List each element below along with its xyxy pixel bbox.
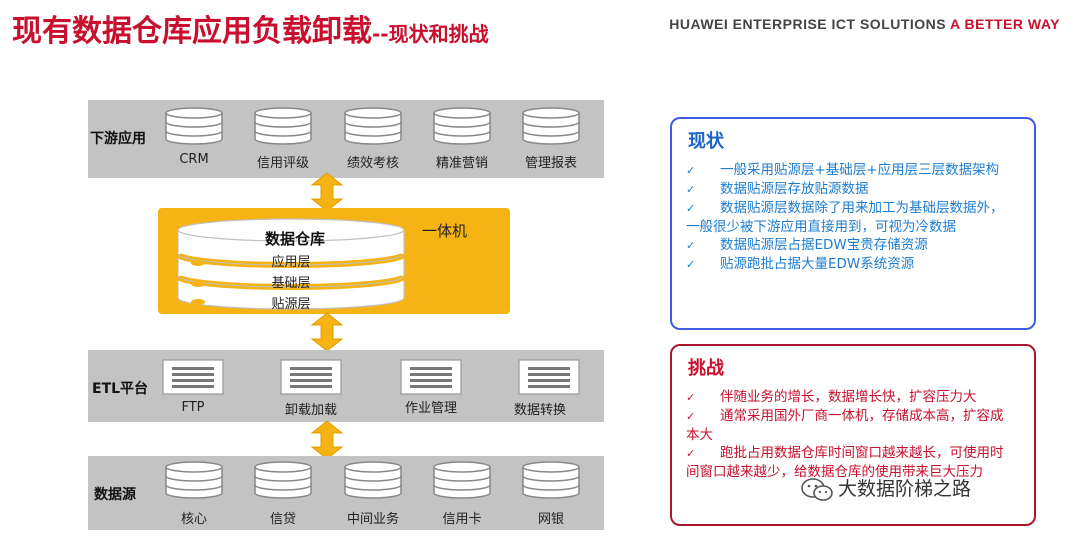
database-icon [433, 461, 491, 499]
brand-tagline: HUAWEI ENTERPRISE ICT SOLUTIONS A BETTER… [669, 16, 1060, 32]
source-label: 数据源 [94, 487, 136, 503]
window-icon [280, 359, 342, 395]
checkmark-icon: ✓ [686, 258, 696, 271]
status-bullet-text: 数据贴源层数据除了用来加工为基础层数据外，一般很少被下游应用直接用到，可视为冷数… [686, 200, 1004, 235]
status-bullet: ✓数据贴源层数据除了用来加工为基础层数据外，一般很少被下游应用直接用到，可视为冷… [686, 199, 1016, 236]
downstream-item: 管理报表 [524, 156, 577, 171]
status-bullet: ✓ 一般采用贴源层+基础层+应用层三层数据架构 [686, 161, 1016, 180]
wechat-icon [801, 477, 833, 501]
source-item: 信用卡 [442, 512, 482, 527]
challenge-bullet: ✓跑批占用数据仓库时间窗口越来越长，可使用时间窗口越来越少，给数据仓库的使用带来… [686, 444, 1016, 481]
downstream-label: 下游应用 [90, 131, 146, 147]
checkmark-icon: ✓ [686, 391, 696, 404]
etl-item: 卸载加载 [284, 403, 337, 418]
challenges-list: ✓伴随业务的增长，数据增长快，扩容压力大 ✓通常采用国外厂商一体机，存储成本高，… [686, 388, 1016, 481]
status-list: ✓一般采用贴源层+基础层+应用层三层数据架构 ✓数据贴源层存放贴源数据 ✓数据贴… [686, 161, 1016, 274]
double-arrow-icon [310, 312, 344, 352]
downstream-strip: 下游应用 CRM 信用评级 绩效考核 精准营销 管理报表 [88, 100, 604, 178]
checkmark-icon: ✓ [686, 164, 696, 177]
source-strip: 数据源 核心 信贷 中间业务 信用卡 网银 [88, 456, 604, 530]
source-item: 网银 [537, 512, 564, 527]
warehouse-title: 数据仓库 [264, 230, 325, 248]
checkmark-icon: ✓ [686, 410, 696, 423]
challenge-bullet: ✓ 伴随业务的增长，数据增长快，扩容压力大 [686, 388, 1016, 407]
watermark-text: 大数据阶梯之路 [838, 478, 972, 500]
etl-item: FTP [181, 400, 205, 415]
status-bullet-text: 数据贴源层存放贴源数据 [720, 181, 869, 197]
etl-item: 作业管理 [404, 401, 457, 416]
warehouse-stack-icon [176, 218, 406, 310]
downstream-item: 绩效考核 [346, 156, 399, 171]
page-title: 现有数据仓库应用负载卸载--现状和挑战 [12, 6, 489, 50]
checkmark-icon: ✓ [686, 183, 696, 196]
downstream-item: 精准营销 [435, 156, 488, 171]
brand-text: HUAWEI ENTERPRISE ICT SOLUTIONS [669, 16, 947, 32]
double-arrow-icon [310, 172, 344, 212]
database-icon [254, 107, 312, 145]
status-title: 现状 [688, 131, 724, 152]
title-sub: --现状和挑战 [372, 22, 489, 46]
status-bullet-text: 一般采用贴源层+基础层+应用层三层数据架构 [720, 162, 1000, 178]
database-icon [344, 461, 402, 499]
watermark: 大数据阶梯之路 [800, 474, 971, 503]
double-arrow-icon [310, 420, 344, 460]
window-icon [518, 359, 580, 395]
checkmark-icon: ✓ [686, 239, 696, 252]
appliance-label: 一体机 [422, 222, 468, 240]
window-icon [162, 359, 224, 395]
database-icon [344, 107, 402, 145]
database-icon [254, 461, 312, 499]
etl-label: ETL平台 [92, 381, 149, 397]
status-bullet: ✓ 数据贴源层占据EDW宝贵存储资源 [686, 236, 1016, 255]
status-bullet: ✓ 贴源跑批占据大量EDW系统资源 [686, 255, 1016, 274]
etl-strip: ETL平台 FTP 卸载加载 作业管理 数据转换 [88, 350, 604, 422]
status-bullet-text: 贴源跑批占据大量EDW系统资源 [720, 256, 915, 272]
challenges-panel: 挑战 ✓伴随业务的增长，数据增长快，扩容压力大 ✓通常采用国外厂商一体机，存储成… [670, 344, 1036, 526]
challenge-bullet-text: 跑批占用数据仓库时间窗口越来越长，可使用时间窗口越来越少，给数据仓库的使用带来巨… [686, 445, 1004, 480]
challenge-bullet-text: 伴随业务的增长，数据增长快，扩容压力大 [720, 389, 977, 405]
database-icon [165, 107, 223, 145]
status-panel: 现状 ✓ 一般采用贴源层+基础层+应用层三层数据架构 ✓ 数据贴源层存放贴源数据 ✓… [670, 117, 1036, 330]
challenges-title: 挑战 [688, 358, 724, 379]
title-main: 现有数据仓库应用负载卸载 [12, 14, 372, 49]
brand-accent: A BETTER WAY [950, 16, 1060, 32]
warehouse-appliance-box: 一体机 数据仓库 应用层 基础层 贴源层 [158, 208, 510, 314]
warehouse-layer: 基础层 [271, 276, 311, 291]
checkmark-icon: ✓ [686, 202, 696, 215]
database-icon [165, 461, 223, 499]
window-icon [400, 359, 462, 395]
downstream-item: CRM [179, 152, 209, 167]
source-item: 中间业务 [346, 512, 399, 527]
challenge-bullet: ✓通常采用国外厂商一体机，存储成本高，扩容成本大 [686, 407, 1016, 444]
challenge-bullet-text: 通常采用国外厂商一体机，存储成本高，扩容成本大 [686, 408, 1004, 443]
database-icon [522, 107, 580, 145]
warehouse-layer: 贴源层 [271, 297, 311, 312]
warehouse-layer: 应用层 [271, 255, 311, 270]
etl-item: 数据转换 [513, 403, 566, 418]
status-bullet: ✓ 数据贴源层存放贴源数据 [686, 180, 1016, 199]
downstream-item: 信用评级 [256, 156, 309, 171]
database-icon [522, 461, 580, 499]
source-item: 信贷 [269, 512, 296, 527]
status-bullet-text: 数据贴源层占据EDW宝贵存储资源 [720, 237, 928, 253]
checkmark-icon: ✓ [686, 447, 696, 460]
database-icon [433, 107, 491, 145]
source-item: 核心 [180, 512, 207, 527]
